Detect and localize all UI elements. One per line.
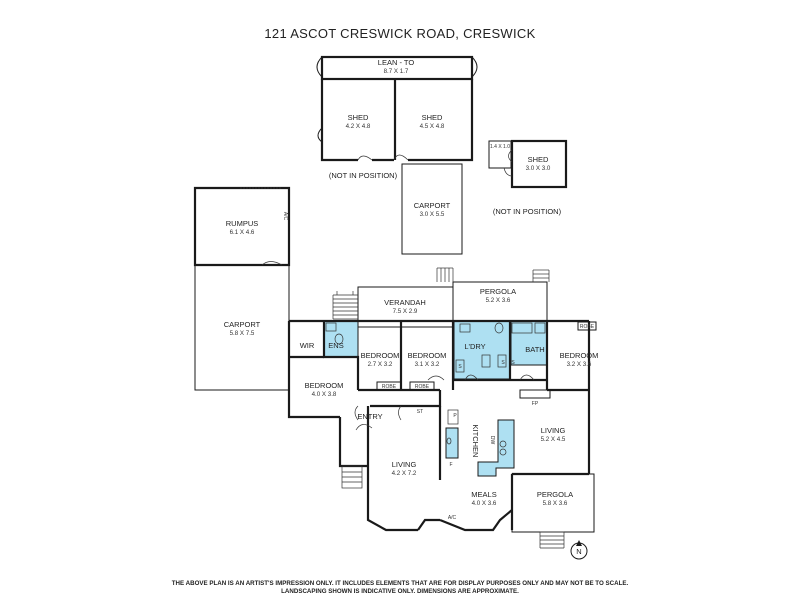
- pergola-top-label: PERGOLA: [480, 287, 516, 296]
- plan-title: 121 ASCOT CRESWICK ROAD, CRESWICK: [264, 26, 535, 41]
- storage-label: ST: [417, 409, 423, 415]
- bedroom-b-label: BEDROOM: [408, 351, 447, 360]
- bedroom-c-dims: 3.2 X 3.6: [567, 361, 592, 368]
- laundry-label: L'DRY: [464, 342, 485, 351]
- lean-to-label: LEAN - TO: [378, 58, 415, 67]
- pantry-label: P: [453, 413, 457, 419]
- outbuilding-lean-to: LEAN - TO 8.7 X 1.7: [316, 55, 478, 81]
- compass-label: N: [576, 547, 581, 556]
- robe-box-right: [577, 321, 597, 331]
- meals-label: MEALS: [471, 490, 496, 499]
- bedroom-c-label: BEDROOM: [560, 351, 599, 360]
- rumpus-ac-label: A/C: [282, 212, 288, 221]
- dishwasher-label: DW: [489, 436, 495, 445]
- robe-right-label: ROBE: [580, 324, 595, 330]
- pergola-bottom-dims: 5.8 X 3.6: [543, 500, 568, 507]
- storage-s-label-2: S: [501, 360, 505, 366]
- living-left-dims: 4.2 X 7.2: [392, 470, 417, 477]
- bath-label: BATH: [525, 345, 544, 354]
- wir-label: WIR: [300, 341, 315, 350]
- fridge-label: F: [449, 462, 452, 468]
- meals-dims: 4.0 X 3.6: [472, 500, 497, 507]
- robe-b-label: ROBE: [415, 384, 430, 390]
- carport-top-dims: 3.0 X 5.5: [420, 211, 445, 218]
- shed-2-label: SHED: [422, 113, 443, 122]
- shed-2-dims: 4.5 X 4.8: [420, 123, 445, 130]
- bedroom-d-dims: 4.0 X 3.8: [312, 391, 337, 398]
- living-right-dims: 5.2 X 4.5: [541, 436, 566, 443]
- robe-box-a: [376, 381, 402, 391]
- wet-areas: [323, 320, 548, 477]
- pergola-bottom: PERGOLA 5.8 X 3.6: [511, 473, 595, 549]
- shed-3-label: SHED: [528, 155, 549, 164]
- disclaimer-line-1: THE ABOVE PLAN IS AN ARTIST'S IMPRESSION…: [172, 580, 629, 587]
- entry-steps: [341, 465, 363, 489]
- shed-1-label: SHED: [348, 113, 369, 122]
- robe-box-b: [409, 381, 435, 391]
- ens-label: ENS: [328, 341, 343, 350]
- sheds-not-in-position-note: (NOT IN POSITION): [329, 171, 398, 180]
- storage-s-label-1: S: [458, 364, 462, 370]
- carport-main-label: CARPORT: [224, 320, 261, 329]
- pergola-top-dims: 5.2 X 3.6: [486, 297, 511, 304]
- bedroom-d-label: BEDROOM: [305, 381, 344, 390]
- bedroom-a-dims: 2.7 X 3.2: [368, 361, 393, 368]
- disclaimer-line-2: LANDSCAPING SHOWN IS INDICATIVE ONLY. DI…: [281, 588, 519, 595]
- shed-3-dims: 3.0 X 3.0: [526, 165, 551, 172]
- rumpus-room: A/C RUMPUS 6.1 X 4.6: [193, 186, 291, 267]
- bedroom-a-label: BEDROOM: [361, 351, 400, 360]
- rumpus-label: RUMPUS: [226, 219, 259, 228]
- verandah-dims: 7.5 X 2.9: [393, 308, 418, 315]
- shed-3-not-in-position-note: (NOT IN POSITION): [493, 207, 562, 216]
- robe-a-label: ROBE: [382, 384, 397, 390]
- compass-icon: N: [570, 540, 588, 560]
- lean-to-dims: 8.7 X 1.7: [384, 68, 409, 75]
- verandah-label: VERANDAH: [384, 298, 426, 307]
- carport-top-label: CARPORT: [414, 201, 451, 210]
- small-shed-dims: 1.4 X 1.0: [490, 144, 510, 150]
- kitchen-label: KITCHEN: [471, 425, 480, 458]
- meals-ac-label: A/C: [448, 515, 457, 521]
- fixtures: [325, 322, 546, 456]
- living-left-label: LIVING: [392, 460, 417, 469]
- shed-1-dims: 4.2 X 4.8: [346, 123, 371, 130]
- outbuilding-sheds: SHED 4.2 X 4.8 SHED 4.5 X 4.8 (NOT IN PO…: [317, 79, 474, 180]
- outbuilding-shed-3: 1.4 X 1.0 SHED 3.0 X 3.0 (NOT IN POSITIO…: [488, 139, 568, 216]
- pergola-top: PERGOLA 5.2 X 3.6: [436, 267, 550, 322]
- storage-s-label-3: S: [511, 360, 515, 366]
- entry-label: ENTRY: [357, 412, 382, 421]
- rumpus-dims: 6.1 X 4.6: [230, 229, 255, 236]
- fireplace-label: FP: [532, 401, 539, 407]
- living-right-label: LIVING: [541, 426, 566, 435]
- fireplace: [519, 389, 551, 399]
- outbuilding-carport-top: CARPORT 3.0 X 5.5: [401, 163, 463, 255]
- carport-main-dims: 5.8 X 7.5: [230, 330, 255, 337]
- pergola-bottom-label: PERGOLA: [537, 490, 573, 499]
- house-walls: [287, 319, 591, 532]
- carport-main: CARPORT 5.8 X 7.5: [194, 265, 290, 391]
- bedroom-b-dims: 3.1 X 3.2: [415, 361, 440, 368]
